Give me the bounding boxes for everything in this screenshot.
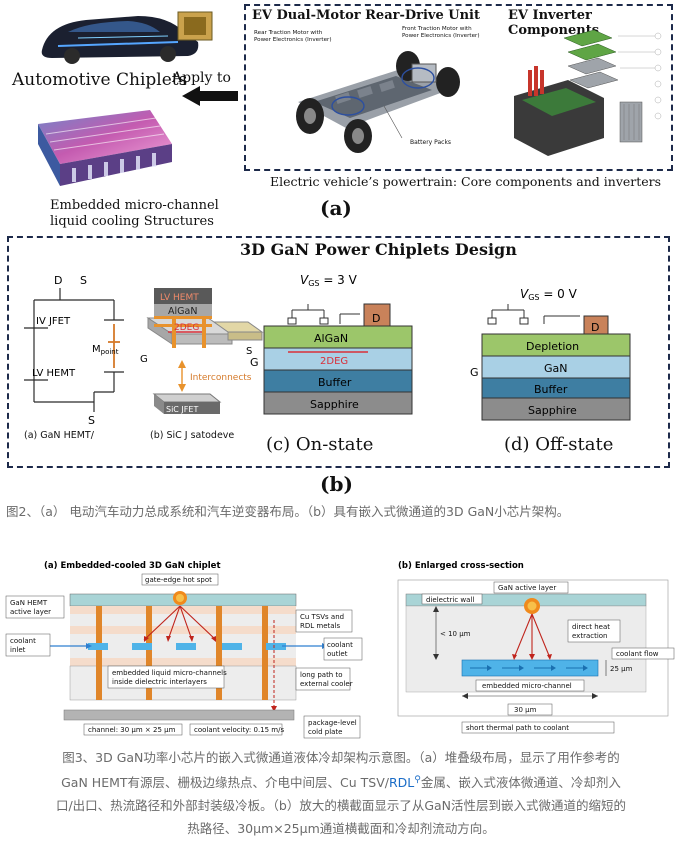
fig3b-microchannel: embedded micro-channel bbox=[482, 682, 572, 690]
off-d-label: D bbox=[591, 321, 599, 334]
cooling-label-2: liquid cooling Structures bbox=[50, 214, 214, 229]
on-state-caption: (c) On-state bbox=[266, 434, 374, 455]
front-motor-label: Front Traction Motor with Power Electron… bbox=[402, 26, 480, 39]
fig3a-long-path-1: long path to bbox=[300, 671, 343, 679]
fig3a-active-layer-2: active layer bbox=[10, 608, 51, 616]
fig3a-outlet-1: coolant bbox=[327, 641, 353, 649]
fig3b-dim-30: 30 μm bbox=[514, 706, 537, 714]
fig3b-heat-1: direct heat bbox=[572, 623, 610, 631]
fig3a-title: (a) Embedded-cooled 3D GaN chiplet bbox=[44, 561, 221, 571]
fig3a-tsv-2: RDL metals bbox=[300, 622, 340, 630]
fig3a-inlet-2: inlet bbox=[10, 646, 26, 654]
caption3-line4: 热路径、30μm×25μm通道横截面和冷却剂流动方向。 bbox=[187, 821, 495, 837]
circuit-d-label: D bbox=[54, 274, 62, 287]
inverter-image bbox=[514, 29, 662, 156]
sic-stack-diagram: LV HEMT AlGaN 2DEG G S Interconnects SiC… bbox=[140, 288, 264, 414]
fig3a-channel-dim: channel: 30 μm × 25 μm bbox=[88, 726, 176, 734]
fig3b-dielectric-wall: dielectric wall bbox=[426, 596, 474, 604]
on-vgs-label: VGS = 3 V bbox=[300, 273, 358, 288]
circuit-m-label: Mpoint bbox=[92, 344, 119, 356]
off-gan-label: GaN bbox=[544, 362, 568, 375]
cooling-label-1: Embedded micro-channel bbox=[50, 198, 219, 213]
off-state-caption: (d) Off-state bbox=[504, 434, 614, 455]
circuit-caption: (a) GaN HEMT/ bbox=[24, 430, 94, 441]
stack-sic-jfet-label: SiC JFET bbox=[166, 405, 198, 414]
on-state-diagram: VGS = 3 V D G AlGaN 2DEG Buffer Sapphire bbox=[250, 273, 413, 415]
stack-g-label: G bbox=[140, 354, 148, 365]
battery-packs-label: Battery Packs bbox=[410, 139, 452, 146]
car-chip-image bbox=[28, 2, 218, 70]
search-icon[interactable]: ⚲ bbox=[414, 775, 421, 785]
fig3a-channels-1: embedded liquid micro-channels bbox=[112, 669, 227, 677]
fig3b-title: (b) Enlarged cross-section bbox=[398, 561, 524, 571]
on-g-label: G bbox=[250, 356, 259, 369]
fig3a-cold-plate-2: cold plate bbox=[308, 728, 342, 736]
apply-to-label: Apply to bbox=[172, 70, 231, 86]
circuit-lv-hemt-label: LV HEMT bbox=[32, 368, 76, 379]
fig3a-active-layer-1: GaN HEMT bbox=[10, 599, 48, 607]
stack-caption: (b) SiC J satodeve bbox=[150, 430, 235, 441]
circuit-s-bottom-label: S bbox=[88, 414, 95, 427]
rear-motor-label: Rear Traction Motor with Power Electroni… bbox=[254, 30, 332, 43]
stack-s-label: S bbox=[246, 346, 252, 357]
off-buffer-label: Buffer bbox=[534, 383, 568, 396]
fig3b-thermal-path: short thermal path to coolant bbox=[466, 724, 569, 732]
fig3a-channels-2: inside dielectric interlayers bbox=[112, 678, 207, 686]
fig3a-long-path-2: external cooler bbox=[300, 680, 353, 688]
on-d-label: D bbox=[372, 312, 380, 325]
inverter-title: EV Inverter Components bbox=[508, 8, 600, 38]
apply-arrow-icon bbox=[182, 86, 238, 106]
fig3b-coolant-flow: coolant flow bbox=[616, 650, 659, 658]
fig3b-lt10: < 10 μm bbox=[440, 630, 471, 638]
fig3a-hotspot-label: gate-edge hot spot bbox=[145, 576, 212, 584]
figure-3-caption: 图3、3D GaN功率小芯片的嵌入式微通道液体冷却架构示意图。（a）堆叠级布局，… bbox=[0, 746, 682, 840]
ev-unit-title: EV Dual-Motor Rear-Drive Unit bbox=[252, 8, 481, 23]
stack-algan-label: AlGaN bbox=[168, 306, 197, 317]
off-sapphire-label: Sapphire bbox=[528, 404, 577, 417]
fig3b-dim-25: 25 μm bbox=[610, 665, 633, 673]
stack-interconnects-label: Interconnects bbox=[190, 373, 252, 383]
powertrain-caption: Electric vehicle’s powertrain: Core comp… bbox=[270, 174, 662, 189]
figure-2-caption: 图2、（a） 电动汽车动力总成系统和汽车逆变器布局。（b）具有嵌入式微通道的3D… bbox=[6, 504, 570, 519]
figure-3b-diagram: (b) Enlarged cross-section GaN active l bbox=[397, 561, 675, 734]
circuit-s-top-label: S bbox=[80, 274, 87, 287]
fig3a-tsv-1: Cu TSVs and bbox=[300, 613, 344, 621]
stack-lv-hemt-label: LV HEMT bbox=[160, 293, 199, 303]
gan-hemt-circuit: D S IV JFET LV HEMT Mpoint S bbox=[24, 274, 124, 427]
fig-a-label: (a) bbox=[320, 196, 352, 220]
caption3-line2a: GaN HEMT有源层、栅极边缘热点、介电中间层、Cu TSV/ bbox=[61, 775, 389, 791]
gan-design-title: 3D GaN Power Chiplets Design bbox=[240, 240, 517, 259]
fig3b-active-layer: GaN active layer bbox=[498, 584, 556, 592]
caption3-line3: 口/出口、热流路径和外部封装级冷板。（b）放大的横截面显示了从GaN活性层到嵌入… bbox=[55, 798, 627, 814]
caption3-line1: 图3、3D GaN功率小芯片的嵌入式微通道液体冷却架构示意图。（a）堆叠级布局，… bbox=[62, 750, 620, 765]
off-vgs-label: VGS = 0 V bbox=[520, 287, 578, 302]
stack-2deg-label: 2DEG bbox=[174, 323, 199, 333]
on-sapphire-label: Sapphire bbox=[310, 398, 359, 411]
fig3a-inlet-1: coolant bbox=[10, 637, 36, 645]
fig-b-label: (b) bbox=[320, 472, 353, 496]
fig3a-velocity: coolant velocity: 0.15 m/s bbox=[194, 726, 284, 734]
ev-powertrain-box bbox=[244, 4, 673, 171]
fig3a-cold-plate-1: package-level bbox=[308, 719, 357, 727]
fig3b-heat-2: extraction bbox=[572, 632, 608, 640]
gan-design-box bbox=[7, 236, 670, 468]
off-state-diagram: VGS = 0 V D G Depletion GaN Buffer Sapph… bbox=[470, 287, 631, 421]
figure-3a-diagram: (a) Embedded-cooled 3D GaN chiplet bbox=[5, 561, 363, 739]
circuit-iv-jfet-label: IV JFET bbox=[36, 316, 71, 327]
on-buffer-label: Buffer bbox=[318, 376, 352, 389]
off-g-label: G bbox=[470, 366, 479, 379]
ev-chassis-image bbox=[296, 51, 460, 153]
micro-channel-image bbox=[38, 110, 172, 186]
off-depletion-label: Depletion bbox=[526, 340, 579, 353]
on-2deg-label: 2DEG bbox=[320, 356, 348, 367]
rdl-link[interactable]: RDL bbox=[388, 775, 415, 791]
caption3-line2b: 金属、嵌入式液体微通道、冷却剂入 bbox=[420, 775, 621, 791]
fig3a-outlet-2: outlet bbox=[327, 650, 348, 658]
automotive-chiplets-label: Automotive Chiplets bbox=[12, 70, 188, 90]
on-algan-label: AlGaN bbox=[314, 332, 348, 345]
caption3-line2: GaN HEMT有源层、栅极边缘热点、介电中间层、Cu TSV/RDL⚲金属、嵌… bbox=[0, 769, 682, 794]
